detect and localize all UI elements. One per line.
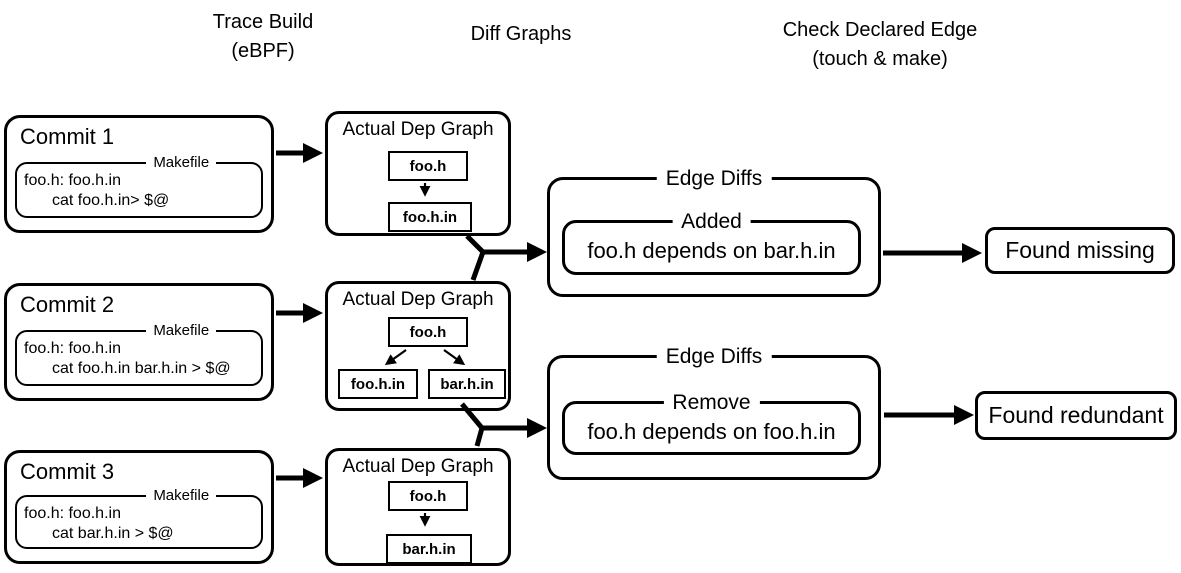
dep-node-child: bar.h.in	[386, 534, 472, 564]
column-header-check-declared-edge: Check Declared Edge (touch & make)	[750, 16, 1010, 74]
edge-diffs-label: Edge Diffs	[656, 344, 772, 369]
dep-node-child: bar.h.in	[428, 369, 506, 399]
makefile-label: Makefile	[146, 154, 217, 172]
commit-title: Commit 2	[20, 292, 115, 317]
makefile-code-line: cat foo.h.in> $@	[52, 192, 170, 209]
edge-diff-remove-inner-box: Remove foo.h depends on foo.h.in	[562, 390, 861, 455]
arrow-merge-graphs12-to-added	[465, 234, 547, 262]
makefile-label: Makefile	[146, 322, 217, 340]
commit-title: Commit 3	[20, 459, 115, 484]
dep-graph-2-box: Actual Dep Graph foo.h foo.h.in bar.h.in	[325, 281, 511, 411]
dep-node-child: foo.h.in	[338, 369, 418, 399]
result-found-missing-box: Found missing	[985, 227, 1175, 274]
commit-1-box: Commit 1 Makefile foo.h: foo.h.in cat fo…	[4, 115, 274, 233]
dep-node-root: foo.h	[388, 481, 468, 511]
diff-type-label: Remove	[663, 390, 760, 415]
result-found-redundant-box: Found redundant	[975, 391, 1177, 440]
edge-diff-statement: foo.h depends on foo.h.in	[587, 418, 836, 444]
edge-diffs-remove-box: Edge Diffs Remove foo.h depends on foo.h…	[547, 344, 881, 480]
dep-node-child: foo.h.in	[388, 202, 472, 232]
header-line: Trace Build	[212, 11, 314, 33]
column-header-trace-build: Trace Build (eBPF)	[133, 8, 393, 66]
dep-node-root: foo.h	[388, 151, 468, 181]
makefile-code-line: foo.h: foo.h.in	[24, 505, 121, 522]
column-header-diff-graphs: Diff Graphs	[391, 20, 651, 49]
makefile-box: Makefile foo.h: foo.h.in cat foo.h.in> $…	[15, 154, 263, 218]
dep-graph-title: Actual Dep Graph	[342, 456, 494, 477]
makefile-label: Makefile	[146, 487, 217, 505]
result-label: Found redundant	[988, 402, 1164, 428]
dep-graph-3-box: Actual Dep Graph foo.h bar.h.in	[325, 448, 511, 566]
header-line: Check Declared Edge	[782, 19, 978, 41]
makefile-code-line: cat bar.h.in > $@	[52, 525, 174, 542]
edge-diff-added-inner-box: Added foo.h depends on bar.h.in	[562, 209, 861, 275]
header-line: (eBPF)	[231, 40, 295, 62]
makefile-code-line: foo.h: foo.h.in	[24, 340, 121, 357]
commit-3-box: Commit 3 Makefile foo.h: foo.h.in cat ba…	[4, 450, 274, 564]
makefile-code-line: cat foo.h.in bar.h.in > $@	[52, 360, 231, 377]
commit-2-box: Commit 2 Makefile foo.h: foo.h.in cat fo…	[4, 283, 274, 401]
diff-type-label: Added	[672, 209, 751, 234]
commit-title: Commit 1	[20, 124, 115, 149]
makefile-code-line: foo.h: foo.h.in	[24, 172, 121, 189]
makefile-box: Makefile foo.h: foo.h.in cat foo.h.in ba…	[15, 322, 263, 386]
header-line: Diff Graphs	[470, 23, 572, 45]
edge-diff-statement: foo.h depends on bar.h.in	[587, 238, 836, 263]
dep-graph-1-box: Actual Dep Graph foo.h foo.h.in	[325, 111, 511, 236]
result-label: Found missing	[1005, 237, 1155, 263]
header-line: (touch & make)	[812, 48, 948, 70]
dep-graph-title: Actual Dep Graph	[342, 119, 494, 140]
edge-diffs-label: Edge Diffs	[656, 166, 772, 191]
edge-diffs-added-box: Edge Diffs Added foo.h depends on bar.h.…	[547, 166, 881, 297]
makefile-box: Makefile foo.h: foo.h.in cat bar.h.in > …	[15, 487, 263, 549]
dep-node-root: foo.h	[388, 317, 468, 347]
arrow-merge-graph3-branch	[474, 427, 485, 447]
dep-graph-title: Actual Dep Graph	[342, 289, 494, 310]
arrow-merge-graph2-branch	[470, 251, 486, 281]
